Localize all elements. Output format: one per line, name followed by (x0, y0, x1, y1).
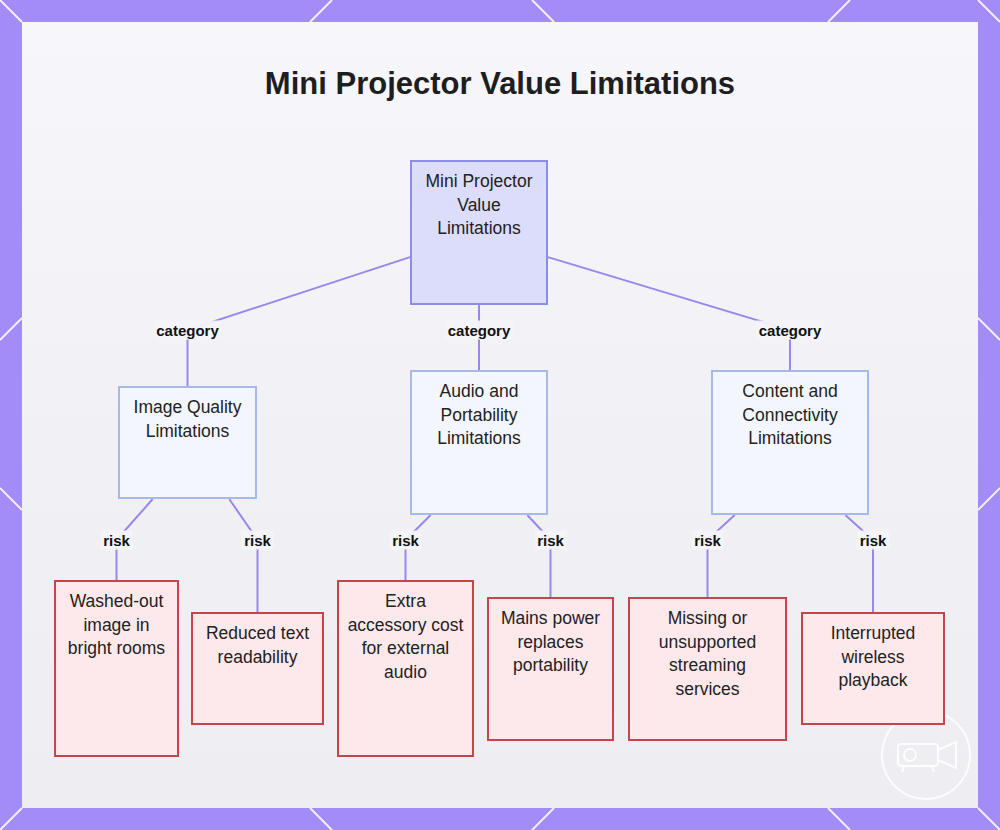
node-text: Mains power replaces portability (489, 599, 612, 678)
edge-label: category (756, 321, 825, 340)
edge-label: risk (100, 531, 133, 550)
risk-box: Extra accessory cost for external audio (337, 580, 474, 757)
edge-label: category (445, 321, 514, 340)
category-box: Image Quality Limitations (118, 386, 257, 499)
risk-box: Reduced text readability (191, 612, 324, 725)
edge-label: category (153, 321, 222, 340)
edge-label: risk (691, 531, 724, 550)
connector-line (527, 515, 550, 597)
node-text: Missing or unsupported streaming service… (630, 599, 785, 701)
connector-line (708, 515, 735, 597)
category-box: Content and Connectivity Limitations (711, 370, 869, 515)
node-text: Reduced text readability (193, 614, 322, 669)
node-text: Audio and Portability Limitations (412, 372, 546, 451)
risk-box: Mains power replaces portability (487, 597, 614, 741)
node-text: Interrupted wireless playback (803, 614, 943, 693)
edge-label: risk (241, 531, 274, 550)
risk-box: Interrupted wireless playback (801, 612, 945, 725)
node-text: Extra accessory cost for external audio (339, 582, 472, 684)
edge-label: risk (857, 531, 890, 550)
diagram-title: Mini Projector Value Limitations (22, 66, 978, 102)
connector-line (548, 257, 790, 370)
node-text: Content and Connectivity Limitations (713, 372, 867, 451)
node-text: Image Quality Limitations (120, 388, 255, 443)
risk-box: Missing or unsupported streaming service… (628, 597, 787, 741)
edge-label: risk (534, 531, 567, 550)
connector-line (229, 499, 257, 612)
risk-box: Washed-out image in bright rooms (54, 580, 179, 757)
node-text: Mini Projector Value Limitations (412, 162, 546, 241)
root-box: Mini Projector Value Limitations (410, 160, 548, 305)
node-text: Washed-out image in bright rooms (56, 582, 177, 661)
edge-label: risk (389, 531, 422, 550)
category-box: Audio and Portability Limitations (410, 370, 548, 515)
